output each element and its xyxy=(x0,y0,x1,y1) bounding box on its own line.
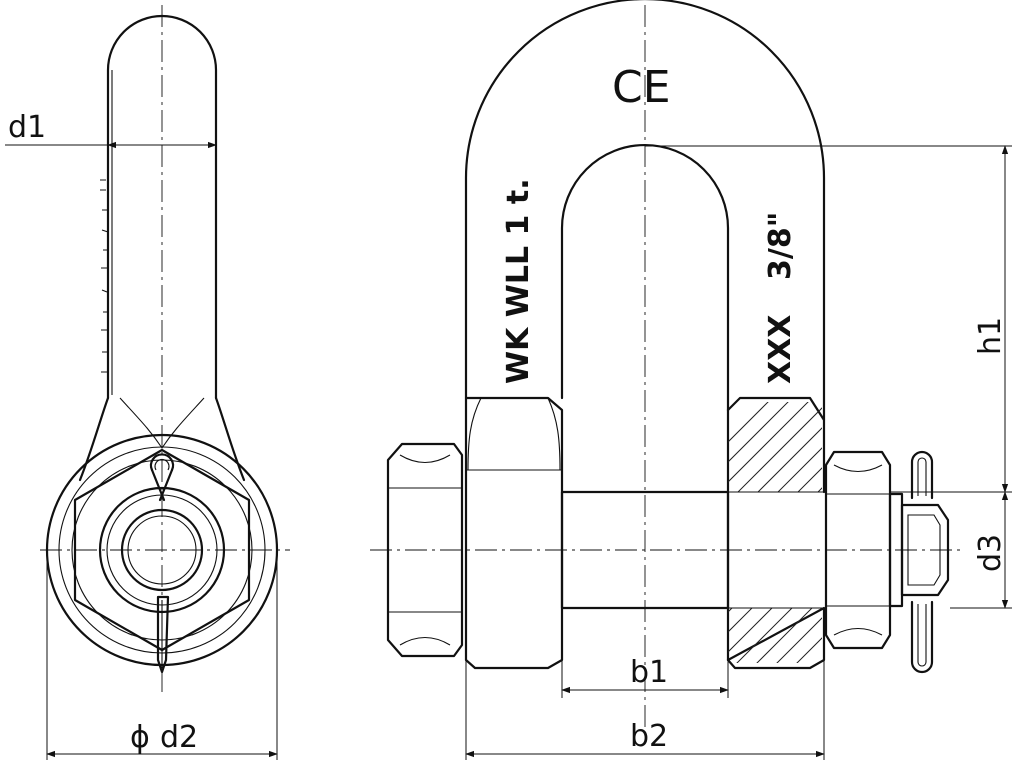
section-hatch-upper xyxy=(728,402,822,492)
d2-diameter-symbol: ϕ xyxy=(130,720,150,755)
ce-mark: CE xyxy=(612,62,671,113)
h1-label: h1 xyxy=(973,317,1008,355)
side-eye-inner-notch xyxy=(119,397,205,449)
right-leg-code-marking: XXX xyxy=(763,315,798,384)
front-left-eye-flare xyxy=(467,397,561,471)
front-cotter-pin xyxy=(910,450,934,674)
front-pin-threaded-end xyxy=(900,503,950,597)
side-pin-bore-inner xyxy=(127,515,197,585)
front-left-eye xyxy=(464,396,564,670)
b1-label: b1 xyxy=(630,655,668,690)
front-bow-inner xyxy=(560,143,730,412)
d3-label: d3 xyxy=(973,534,1008,572)
front-pin-end-chamfer xyxy=(907,514,941,586)
side-eye-left-neck xyxy=(78,396,110,482)
bolt-head-chamfers xyxy=(399,454,451,646)
side-cotter-pin xyxy=(149,453,175,674)
d1-label: d1 xyxy=(8,110,46,145)
side-marking-relief xyxy=(100,179,109,373)
right-leg-size-marking: 3/8" xyxy=(763,212,798,280)
side-eye-right-neck xyxy=(214,396,246,482)
front-view: CE WK WLL 1 t. XXX 3/8" h1 d3 b1 b2 xyxy=(370,0,1012,760)
front-bolt-head xyxy=(386,442,464,658)
front-right-eye-top xyxy=(726,396,826,494)
left-leg-wll-marking: WK WLL 1 t. xyxy=(501,178,536,384)
front-right-eye-bottom xyxy=(726,606,826,670)
side-bow-outline xyxy=(106,14,218,400)
side-pin-bore xyxy=(120,508,204,592)
front-nut xyxy=(824,450,892,650)
section-hatch-lower xyxy=(728,608,822,663)
side-view: d1 ϕ d2 xyxy=(5,5,290,760)
b2-label: b2 xyxy=(630,719,668,754)
nut-chamfers xyxy=(833,464,883,636)
front-pin-body xyxy=(560,490,730,610)
front-bow-outer xyxy=(464,0,826,422)
d2-label: d2 xyxy=(160,720,198,755)
